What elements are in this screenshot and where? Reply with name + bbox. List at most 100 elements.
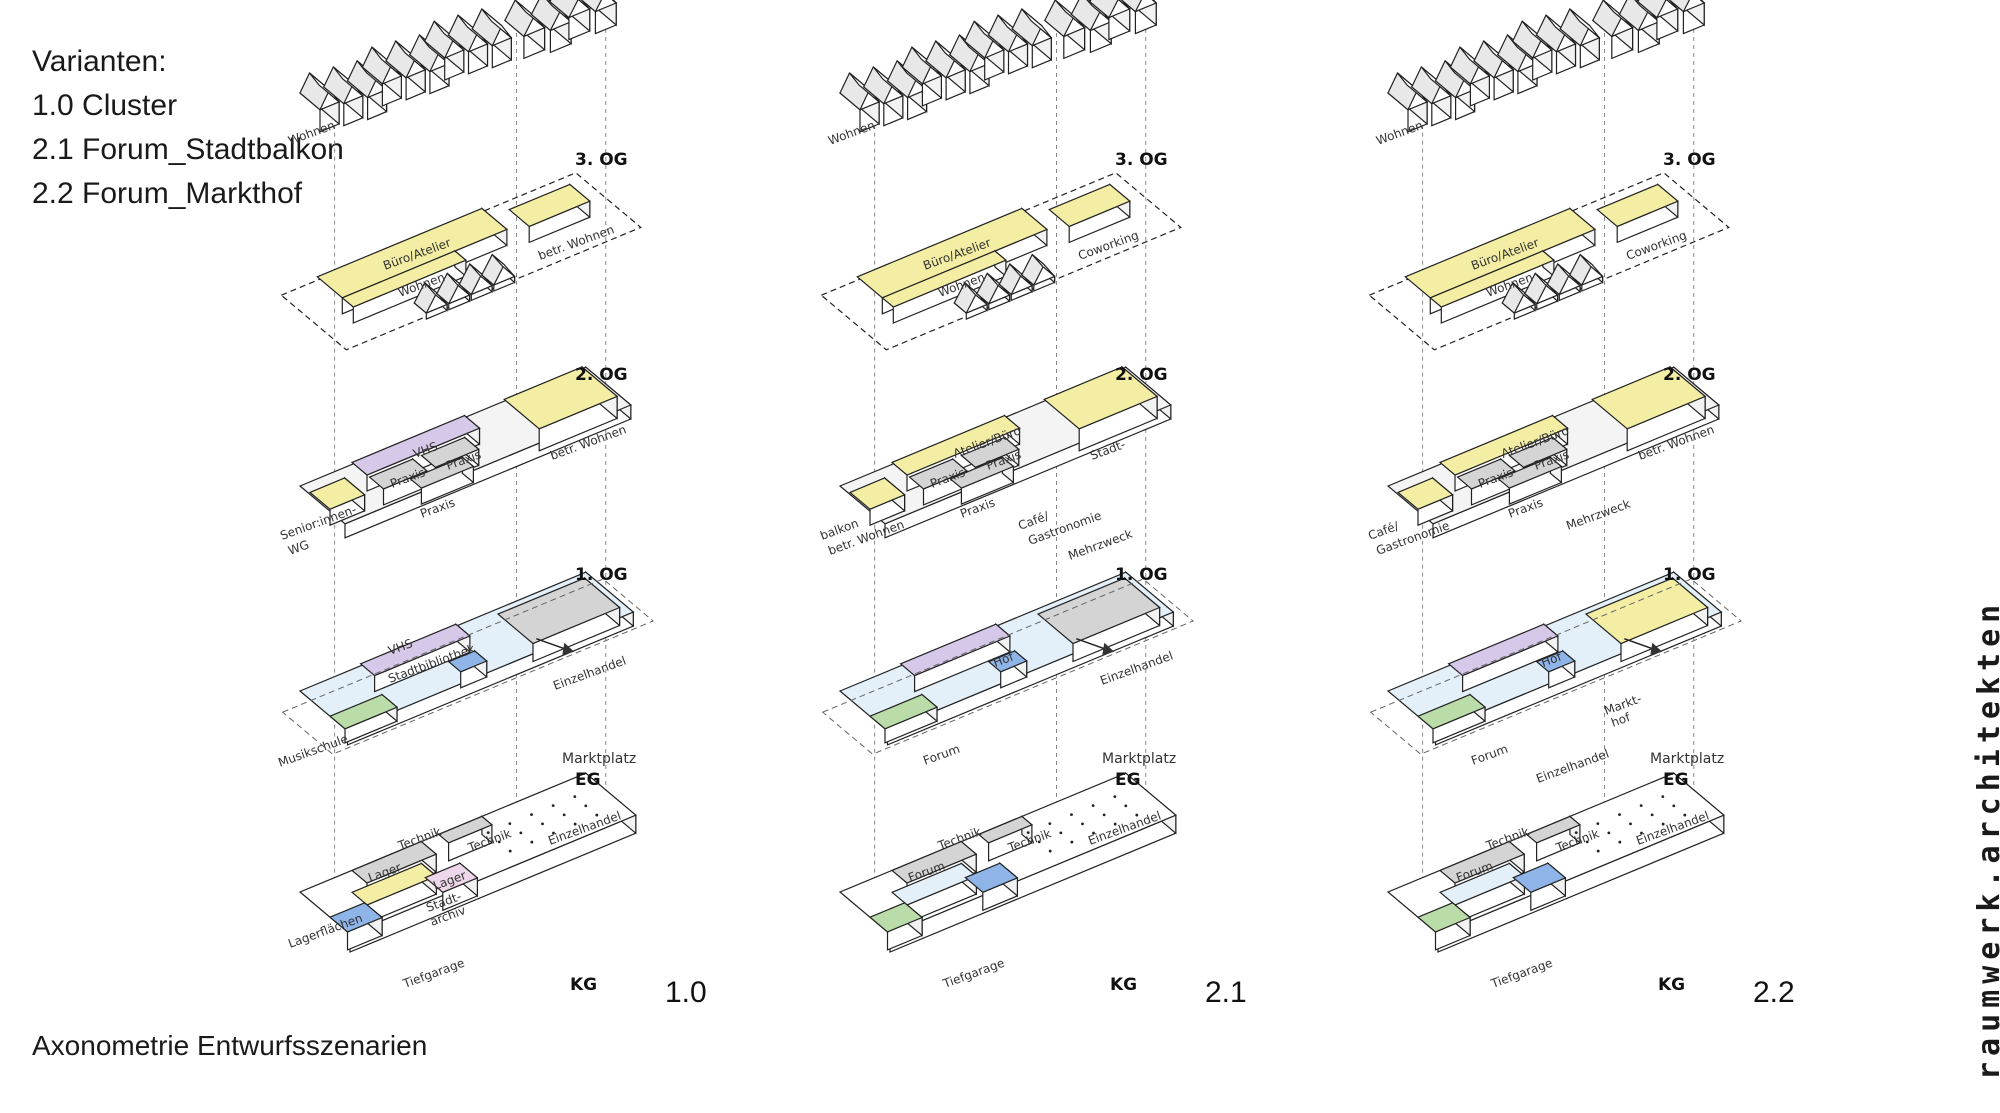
room-wohnen-right bbox=[508, 183, 591, 228]
parking-dot bbox=[486, 831, 490, 834]
room-label: Tiefgarage bbox=[940, 956, 1006, 991]
parking-dot bbox=[541, 822, 544, 826]
room-technik-2 bbox=[437, 815, 494, 844]
parking-dot bbox=[1113, 795, 1117, 798]
room-praxis bbox=[409, 456, 475, 489]
level-label: KG bbox=[1658, 975, 1685, 995]
room-wg bbox=[848, 477, 906, 510]
level-label: 2. OG bbox=[1663, 365, 1716, 385]
marktplatz-label: Marktplatz bbox=[1102, 751, 1176, 767]
parking-dot bbox=[562, 813, 566, 817]
room-wohnen bbox=[881, 250, 1008, 308]
parking-dot bbox=[1596, 849, 1600, 853]
room-praxis bbox=[1497, 456, 1563, 489]
room-label: Wohnen bbox=[826, 118, 877, 148]
level-label: KG bbox=[1110, 975, 1137, 995]
room-praxis bbox=[908, 458, 968, 490]
variant-2-1: WohnenBüro/AtelierWohnenCoworkingAtelier… bbox=[818, 0, 1247, 1009]
roof-house-roof-right bbox=[1569, 8, 1600, 39]
room-einzelhandel bbox=[496, 577, 621, 645]
room-label: Forum bbox=[1469, 742, 1510, 768]
room-musikschule bbox=[868, 693, 939, 730]
room-stadtarchiv bbox=[424, 862, 479, 893]
parking-dot bbox=[497, 840, 501, 844]
roof-house-roof-right bbox=[1054, 0, 1086, 29]
room-betr-wohnen bbox=[503, 366, 619, 430]
parking-dot bbox=[519, 831, 523, 835]
room-technik-2 bbox=[977, 815, 1034, 844]
parking-dot bbox=[1574, 831, 1578, 834]
room-label: Einzelhandel bbox=[1098, 649, 1175, 688]
level-label: 3. OG bbox=[1115, 150, 1168, 170]
parking-dot bbox=[1661, 822, 1665, 826]
room-stadtarchiv bbox=[964, 862, 1019, 893]
room-vhs bbox=[350, 414, 481, 476]
parking-dot bbox=[1596, 822, 1600, 825]
arrow-line bbox=[1076, 637, 1105, 650]
roof-house-roof-left bbox=[549, 0, 579, 19]
variant-legend: Varianten: 1.0 Cluster 2.1 Forum_Stadtba… bbox=[32, 40, 344, 216]
level-label: 1. OG bbox=[1663, 565, 1716, 585]
variant-number: 1.0 bbox=[665, 976, 707, 1009]
level-label: 1. OG bbox=[1115, 565, 1168, 585]
parking-dot bbox=[1102, 813, 1106, 817]
parking-dot bbox=[530, 840, 534, 844]
room-musikschule bbox=[328, 693, 399, 730]
room-wohnen bbox=[341, 250, 468, 308]
legend-title: Varianten: bbox=[32, 45, 167, 78]
roof-house-roof-right bbox=[1118, 0, 1131, 10]
marktplatz-label: Marktplatz bbox=[1650, 751, 1724, 767]
parking-dot bbox=[1070, 840, 1074, 844]
roof-small-roof-right bbox=[491, 254, 516, 277]
variant-number: 2.1 bbox=[1205, 976, 1247, 1009]
roof-house-roof-right bbox=[1666, 0, 1679, 10]
roof-house-roof-right bbox=[481, 8, 512, 39]
roof-house-roof-left bbox=[1668, 0, 1691, 13]
outline-dashed bbox=[281, 578, 655, 755]
room-label: Tiefgarage bbox=[400, 956, 466, 991]
parking-dot bbox=[551, 804, 555, 807]
roof-house-roof-left bbox=[580, 0, 603, 13]
room-betr-wohnen bbox=[1043, 366, 1159, 430]
parking-dot bbox=[1650, 813, 1654, 817]
outline-dashed bbox=[1369, 578, 1743, 755]
room-vhs bbox=[359, 623, 472, 677]
room-praxis bbox=[368, 458, 428, 490]
room-buero-atelier bbox=[1404, 207, 1597, 299]
room-label: Tiefgarage bbox=[1488, 956, 1554, 991]
room-label: Forum bbox=[921, 742, 962, 768]
room-praxis bbox=[1456, 458, 1516, 490]
room-label: Mehrzweck bbox=[1564, 497, 1632, 533]
legend-item: 1.0 Cluster bbox=[32, 89, 178, 122]
level-label: 1. OG bbox=[575, 565, 628, 585]
parking-dot bbox=[508, 849, 512, 853]
roof-house-roof-right bbox=[1151, 0, 1157, 4]
room-wohnen bbox=[1429, 250, 1556, 308]
room-label: Mehrzweck bbox=[1066, 527, 1134, 563]
outline-dashed bbox=[821, 578, 1195, 755]
parking-dot bbox=[508, 822, 512, 825]
roof-small-roof-right bbox=[1579, 254, 1604, 277]
room-wg bbox=[308, 477, 366, 510]
roof-house-roof-right bbox=[578, 0, 591, 10]
parking-dot bbox=[573, 795, 577, 798]
room-wg bbox=[1396, 477, 1454, 510]
level-label: 2. OG bbox=[575, 365, 628, 385]
parking-dot bbox=[1048, 849, 1052, 853]
parking-dot bbox=[1640, 831, 1643, 835]
parking-dot bbox=[1037, 840, 1041, 844]
room-label: Einzelhandel bbox=[551, 654, 628, 693]
brand-logo: raumwerk.architekten bbox=[1942, 599, 2000, 1080]
room-technik bbox=[350, 840, 438, 884]
arrow-head-icon bbox=[1102, 642, 1115, 655]
room-musikschule bbox=[1416, 693, 1487, 730]
room-vhs bbox=[1447, 623, 1560, 677]
marktplatz-label: Marktplatz bbox=[562, 751, 636, 767]
brand-text: raumwerk.architekten bbox=[1972, 598, 2000, 1080]
arrow-line bbox=[536, 637, 565, 650]
parking-dot bbox=[1081, 822, 1084, 826]
room-lagerflaechen bbox=[868, 902, 924, 933]
parking-dot bbox=[1048, 822, 1052, 825]
room-label: Wohnen bbox=[1374, 118, 1425, 148]
